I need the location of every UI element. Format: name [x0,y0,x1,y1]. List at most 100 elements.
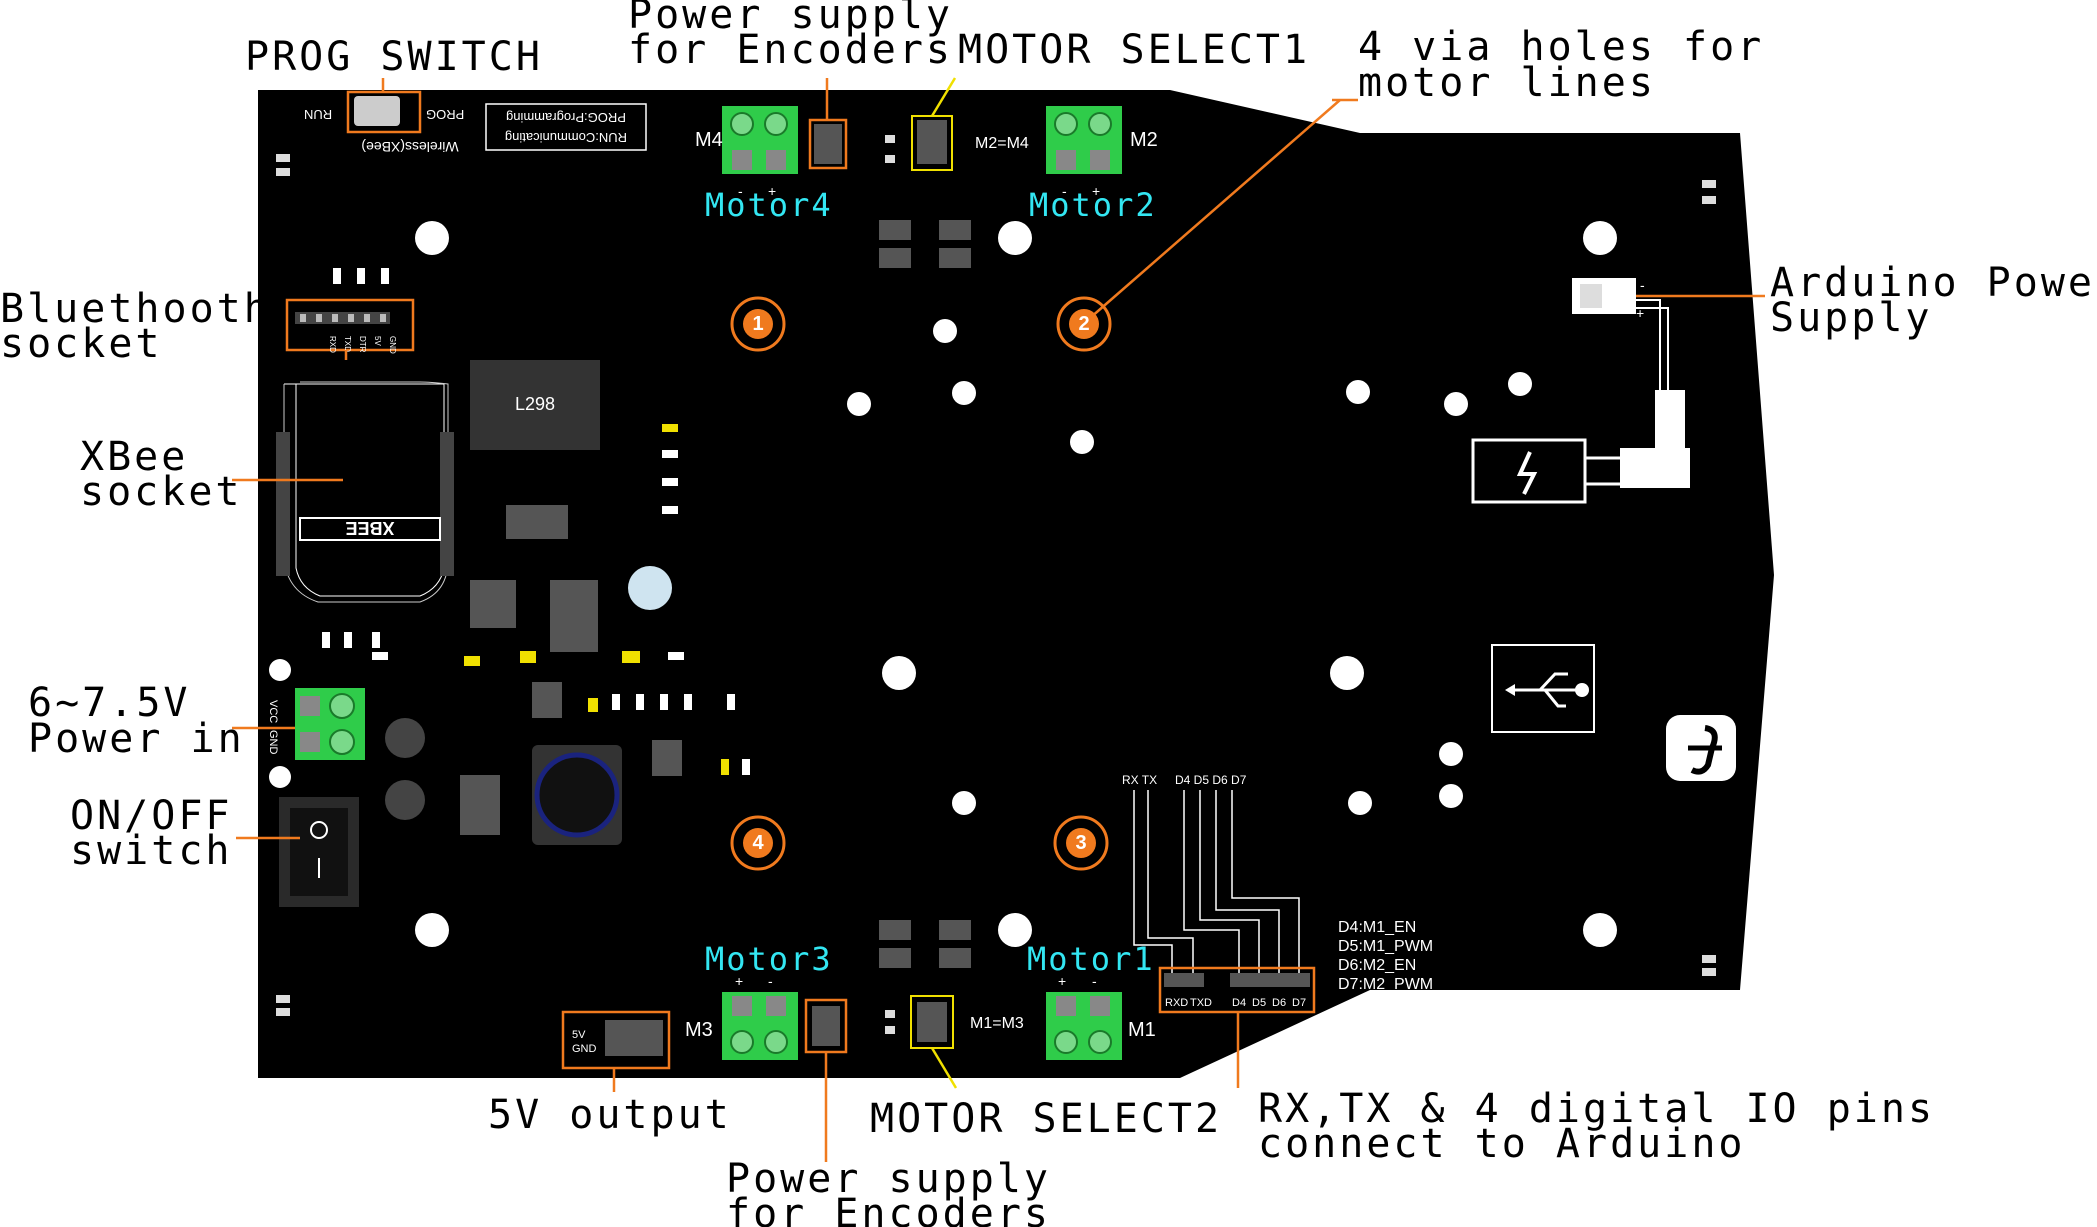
svg-text:RXD: RXD [1165,997,1188,1009]
callout-rxtx-2: connect to Arduino [1258,1121,1745,1167]
motor3-terminal: M3 + - [685,973,798,1060]
svg-text:5V: 5V [373,336,382,346]
callout-via-holes-2: motor lines [1358,60,1656,106]
callout-motor-select1: MOTOR SELECT1 [958,27,1310,73]
l298-chip: L298 [470,360,600,450]
battery-icon [1471,438,1627,504]
callout-arduino-power-2: Supply [1770,295,1933,341]
svg-text:+: + [735,973,743,989]
ic-dip [506,505,568,539]
callout-xbee-2: socket [80,469,243,515]
arduino-power-connector: - + [1572,277,1690,488]
brand-label: Cherokry 4WD [1812,515,1842,685]
via-4: 4 [730,815,786,871]
svg-text:D5: D5 [1252,997,1266,1009]
run-label: RUN [304,107,332,122]
callout-5v-output: 5V output [488,1092,732,1138]
motor3-label: Motor3 [705,940,833,978]
callout-power-in-2: Power in [28,716,245,762]
callout-arduino-power: Arduino Power [1770,260,2097,306]
callout-bluetooth-2: socket [0,321,163,367]
ic-small-1 [532,682,562,718]
pcb-board [258,90,1774,1078]
encoder-header-bottom [804,998,848,1054]
pin-mapping: D4:M1_EN D5:M1_PWM D6:M2_EN D7:M2_PWM [1338,919,1433,993]
motor-select1-jumper: M2=M4 [911,115,1029,171]
svg-text:-: - [768,973,773,989]
edge-leds [276,135,1716,1034]
mode-prog-label: PROG:Programming [506,110,626,125]
svg-text:RX TX: RX TX [1122,773,1157,787]
mode-run-label: RUN:Communicating [505,130,627,145]
board-holes [269,221,1617,947]
via-number: 2 [1078,313,1089,335]
svg-text:D4 D5 D6 D7: D4 D5 D6 D7 [1175,773,1247,787]
xbee-socket: XBEE [276,381,454,603]
callout-bluetooth: Bluethooth [0,286,271,332]
via-3: 3 [1053,815,1109,871]
via-number: 3 [1075,832,1086,854]
regulator [470,580,516,628]
regulator-2 [550,580,598,652]
svg-text:-: - [1640,277,1645,293]
svg-text:M1: M1 [1128,1019,1156,1041]
motor4-terminal: M4 - + [695,106,798,199]
callout-power-encoders-bottom: Power supply [726,1156,1051,1202]
svg-text:-: - [738,183,743,199]
power-in-terminal: VCC GND [267,688,365,760]
output-5v-header: 5V GND [561,1010,671,1070]
callout-motor-select2: MOTOR SELECT2 [870,1096,1222,1142]
callout-power-encoders-top-2: for Encoders [628,27,953,73]
svg-text:+: + [1636,305,1644,321]
inductor [532,745,622,845]
svg-text:VCC: VCC [267,700,279,723]
leader-lines [232,77,1765,1162]
via-1: 1 [730,296,786,352]
svg-text:+: + [768,183,776,199]
motor2-label: Motor2 [1029,186,1157,224]
svg-text:TXD: TXD [343,336,352,352]
svg-text:5V: 5V [572,1029,586,1041]
svg-text:GND: GND [267,730,279,755]
svg-text:D7:M2_PWM: D7:M2_PWM [1338,976,1433,993]
svg-text:TXD: TXD [1190,997,1212,1009]
svg-text:M2=M4: M2=M4 [975,135,1029,152]
callout-xbee: XBee [80,434,188,480]
svg-text:D6: D6 [1272,997,1286,1009]
svg-text:RXD: RXD [328,336,337,353]
via-number: 1 [752,313,763,335]
svg-text:D4: D4 [1232,997,1246,1009]
callout-onoff: ON/OFF [70,793,233,839]
svg-text:D6:M2_EN: D6:M2_EN [1338,957,1416,974]
encoder-header-top [808,118,848,170]
callout-prog-switch: PROG SWITCH [245,34,543,80]
svg-text:GND: GND [388,336,397,354]
svg-text:D5:M1_PWM: D5:M1_PWM [1338,938,1433,955]
ic-small-2 [652,740,682,776]
svg-text:GND: GND [572,1043,597,1055]
usb-icon [1491,644,1595,733]
callout-power-in: 6~7.5V [28,680,191,726]
on-off-switch [279,797,359,907]
callout-via-holes: 4 via holes for [1358,24,1764,70]
pads [879,220,971,968]
svg-text:+: + [1092,183,1100,199]
callout-power-encoders-bottom-2: for Encoders [726,1191,1051,1227]
small-smd-parts [322,268,750,775]
svg-text:-: - [1062,183,1067,199]
svg-text:DTR: DTR [358,336,367,353]
diode [460,775,500,835]
prog-label: PROG [426,107,464,122]
motor2-terminal: M2 - + [1046,106,1158,199]
io-traces [1133,790,1300,975]
buttons [385,718,425,820]
svg-text:D4:M1_EN: D4:M1_EN [1338,919,1416,936]
svg-text:-: - [1092,973,1097,989]
svg-text:M3: M3 [685,1019,713,1041]
svg-text:L298: L298 [515,394,555,414]
motor1-label: Motor1 [1027,940,1155,978]
svg-text:D7: D7 [1292,997,1306,1009]
capacitor-clear [628,566,672,610]
motor4-label: Motor4 [705,186,833,224]
